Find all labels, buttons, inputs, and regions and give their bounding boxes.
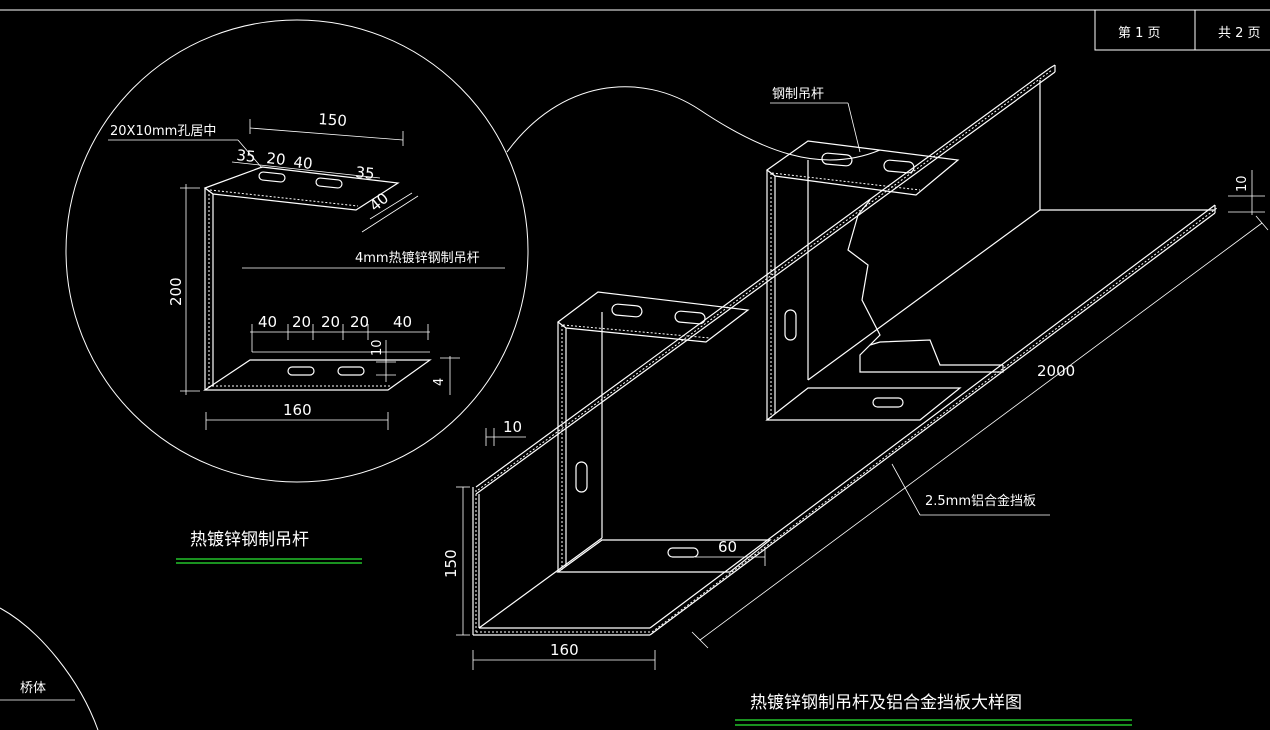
thickness-dim: 4 <box>432 378 447 386</box>
lip-dim: 60 <box>718 538 737 556</box>
top-dim-3: 40 <box>293 153 314 173</box>
bottom-width-dim: 160 <box>283 401 312 419</box>
top-dim-2: 20 <box>266 149 287 169</box>
tray-height-dim: 150 <box>442 549 460 578</box>
front-hanger <box>556 291 772 573</box>
rod-label: 钢制吊杆 <box>772 87 824 102</box>
detail-dimension-lines <box>108 119 505 430</box>
main-caption: 热镀锌钢制吊杆及铝合金挡板大样图 <box>750 693 1022 713</box>
length-dim: 2000 <box>1037 362 1075 380</box>
top-dim-1: 35 <box>236 146 257 166</box>
bottom-dim-4: 20 <box>350 313 369 331</box>
slot-width-dim: 10 <box>370 339 385 356</box>
detail-circle <box>65 19 529 483</box>
top-width-dim: 150 <box>318 110 348 130</box>
page-number: 第 1 页 <box>1118 26 1161 41</box>
bottom-dim-1: 40 <box>258 313 277 331</box>
bottom-dim-2: 20 <box>292 313 311 331</box>
right-gap-dim: 10 <box>1235 175 1250 192</box>
plate-note: 2.5mm铝合金挡板 <box>925 493 1036 509</box>
height-dim: 200 <box>167 277 185 306</box>
rod-note: 4mm热镀锌钢制吊杆 <box>355 250 480 266</box>
bridge-arc <box>0 607 99 730</box>
rear-hanger <box>765 140 962 421</box>
tray-width-dim: 160 <box>550 641 579 659</box>
top-dim-4: 35 <box>355 163 376 183</box>
detail-caption: 热镀锌钢制吊杆 <box>190 530 309 550</box>
bottom-dim-5: 40 <box>393 313 412 331</box>
total-pages: 共 2 页 <box>1218 26 1261 41</box>
depth-dim: 40 <box>366 189 392 215</box>
main-tray-assembly <box>472 64 1218 636</box>
bridge-label: 桥体 <box>20 681 46 696</box>
left-gap-dim: 10 <box>503 418 522 436</box>
hole-note: 20X10mm孔居中 <box>110 124 216 139</box>
detail-leader-curve <box>506 86 881 161</box>
bottom-dim-3: 20 <box>321 313 340 331</box>
main-dimension-lines <box>456 102 1269 670</box>
title-block <box>1094 9 1270 51</box>
detail-hanger-rod <box>203 166 432 391</box>
